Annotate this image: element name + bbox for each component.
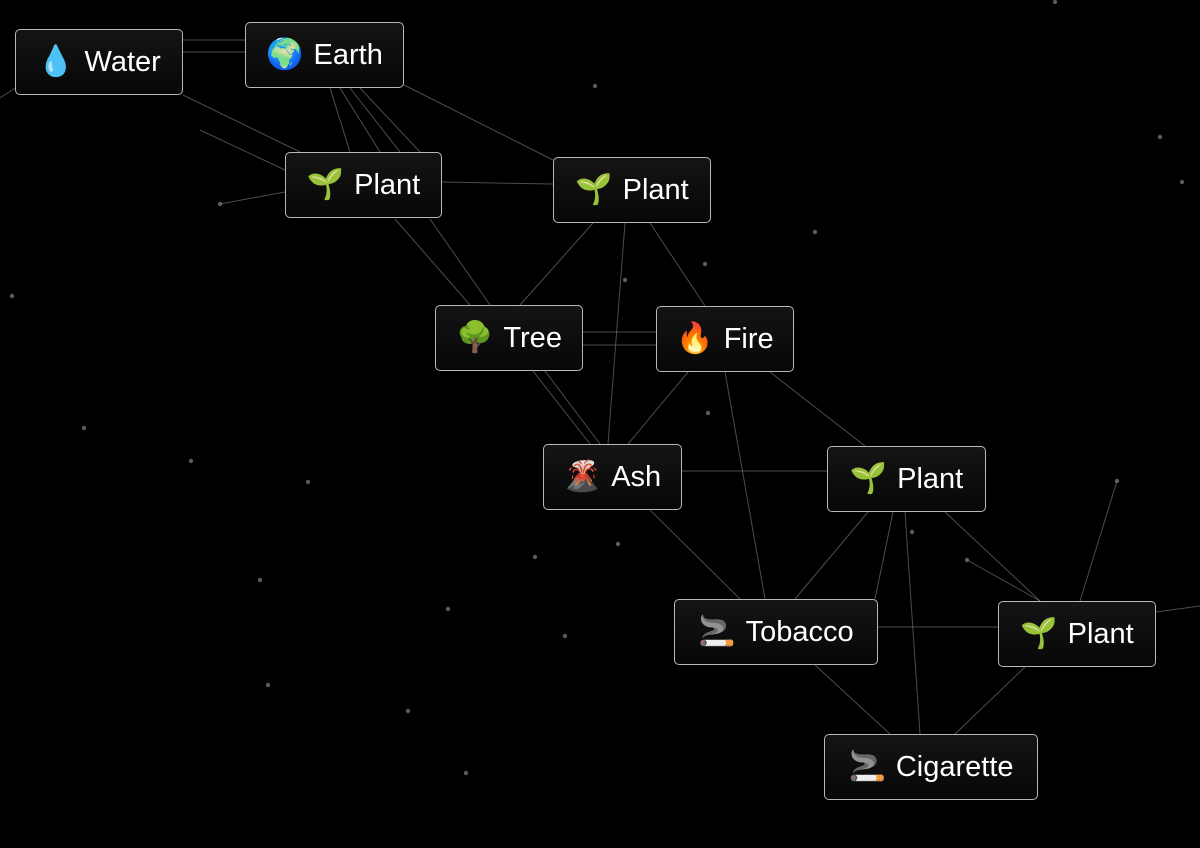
connection-line (544, 370, 601, 445)
background-star (265, 682, 271, 688)
connection-line (532, 370, 591, 445)
connection-line (954, 666, 1026, 735)
background-star (445, 606, 451, 612)
connection-line (904, 511, 921, 735)
background-star (622, 277, 628, 283)
connection-line (1155, 605, 1200, 613)
element-tobacco[interactable]: 🚬 Tobacco (674, 599, 878, 665)
cigarette-icon: 🚬 (698, 614, 736, 649)
connection-line (724, 371, 766, 600)
background-star (592, 83, 598, 89)
droplet-icon: 💧 (37, 44, 75, 79)
connection-line (394, 218, 471, 306)
connection-line (359, 87, 421, 153)
connection-line (944, 511, 1041, 602)
volcano-icon: 🌋 (563, 459, 602, 494)
background-star (305, 479, 311, 485)
background-star (1179, 179, 1185, 185)
connection-line (0, 87, 16, 99)
background-star (615, 541, 621, 547)
background-star (705, 410, 711, 416)
connection-line (349, 87, 401, 153)
connection-line (627, 371, 689, 445)
element-label: Fire (723, 322, 774, 355)
fire-icon: 🔥 (676, 321, 714, 356)
element-ash[interactable]: 🌋 Ash (543, 444, 682, 510)
connection-line (966, 559, 1041, 602)
connection-line (519, 222, 594, 306)
element-label: Water (84, 45, 161, 78)
element-label: Tobacco (745, 615, 854, 648)
element-label: Plant (1067, 617, 1134, 650)
element-earth[interactable]: 🌍 Earth (245, 22, 404, 88)
background-star (532, 554, 538, 560)
element-label: Cigarette (895, 750, 1014, 783)
globe-icon: 🌍 (266, 37, 304, 72)
element-label: Ash (611, 460, 662, 493)
background-star (812, 229, 818, 235)
element-label: Plant (897, 462, 964, 495)
element-plant-4[interactable]: 🌱 Plant (998, 601, 1156, 667)
connection-line (199, 129, 286, 171)
element-tree[interactable]: 🌳 Tree (435, 305, 583, 371)
connection-line (429, 218, 491, 306)
connection-line (769, 371, 866, 447)
background-star (909, 529, 915, 535)
connection-line (329, 87, 351, 153)
background-star (562, 633, 568, 639)
connection-line (649, 509, 741, 600)
connection-line (441, 181, 554, 185)
element-plant-2[interactable]: 🌱 Plant (553, 157, 711, 223)
seedling-icon: 🌱 (1020, 616, 1058, 651)
seedling-icon: 🌱 (849, 461, 888, 496)
cigarette-icon: 🚬 (848, 749, 886, 784)
element-cigarette[interactable]: 🚬 Cigarette (824, 734, 1038, 800)
background-star (9, 293, 15, 299)
background-star (257, 577, 263, 583)
connection-line (339, 87, 381, 153)
seedling-icon: 🌱 (575, 172, 613, 207)
connection-line (874, 511, 894, 600)
background-star (1052, 0, 1058, 5)
connection-line (607, 222, 626, 445)
element-label: Plant (622, 173, 689, 206)
tree-icon: 🌳 (456, 320, 494, 355)
connection-line (182, 94, 301, 153)
background-star (405, 708, 411, 714)
background-star (702, 261, 708, 267)
connection-line (403, 84, 554, 161)
connection-line (1079, 480, 1118, 602)
element-fire[interactable]: 🔥 Fire (656, 306, 794, 372)
connection-line (814, 664, 891, 735)
element-label: Earth (313, 38, 383, 71)
background-star (188, 458, 194, 464)
element-label: Plant (354, 168, 421, 201)
element-plant-1[interactable]: 🌱 Plant (285, 152, 442, 218)
seedling-icon: 🌱 (306, 167, 345, 202)
background-star (81, 425, 87, 431)
element-label: Tree (503, 321, 562, 354)
element-water[interactable]: 💧 Water (15, 29, 183, 95)
connection-line (649, 222, 706, 307)
background-star (463, 770, 469, 776)
element-plant-3[interactable]: 🌱 Plant (827, 446, 986, 512)
background-star (1157, 134, 1163, 140)
connection-line (794, 511, 869, 600)
connection-line (219, 191, 286, 205)
